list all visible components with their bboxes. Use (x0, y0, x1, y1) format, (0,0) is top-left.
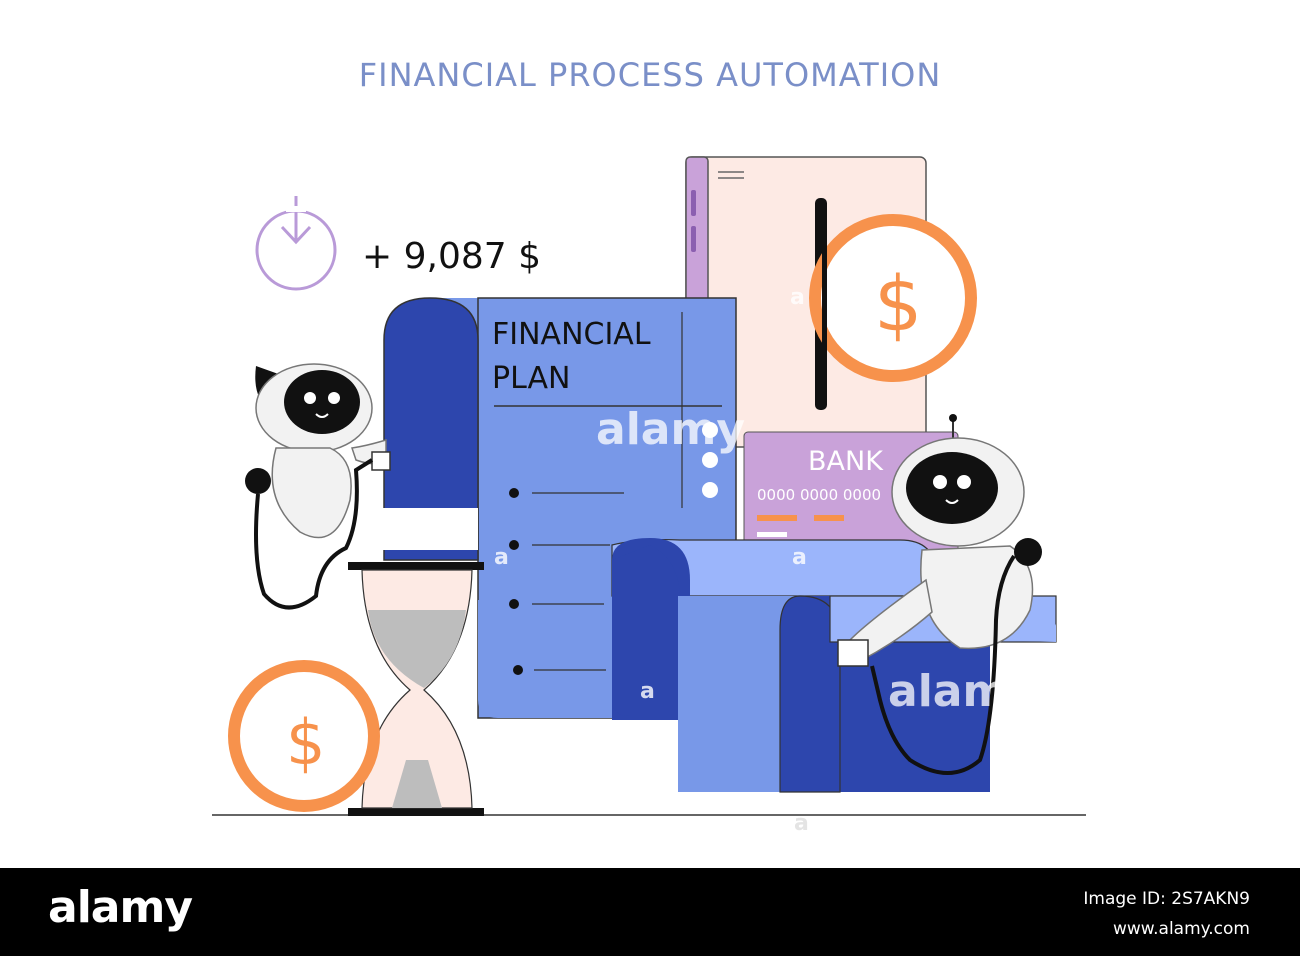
income-amount: + 9,087 $ (362, 236, 541, 277)
coin-symbol-large: $ (874, 259, 922, 348)
plan-dot (702, 422, 718, 438)
footer-bar: alamy Image ID: 2S7AKN9 www.alamy.com (0, 868, 1300, 956)
bank-card-number: 0000 0000 0000 (757, 486, 881, 504)
footer-image-id: Image ID: 2S7AKN9 (1083, 889, 1250, 909)
watermark-center: alamy (596, 404, 745, 455)
watermark-lower: alamy (888, 666, 1037, 717)
illustration-canvas: + 9,087 $ $ BANK 0000 0000 0000 (212, 156, 1086, 836)
watermark-mark: a (790, 285, 805, 310)
dollar-coin-small: $ (228, 660, 380, 812)
bank-card-label: BANK (808, 446, 884, 477)
dollar-coin-large: $ (809, 205, 977, 405)
plan-dot (702, 482, 718, 498)
hourglass (348, 562, 484, 816)
page-title: FINANCIAL PROCESS AUTOMATION (358, 56, 942, 94)
watermark-mark: a (794, 811, 809, 836)
robot-right (837, 414, 1042, 775)
footer-site-link[interactable]: www.alamy.com (1112, 919, 1250, 939)
plan-bullet (509, 599, 519, 609)
watermark-mark: a (640, 679, 655, 704)
footer-brand-logo: alamy (48, 882, 193, 933)
plan-heading-line2: PLAN (492, 361, 570, 396)
footer-meta: Image ID: 2S7AKN9 www.alamy.com (1083, 884, 1250, 944)
plan-bullet (509, 488, 519, 498)
coin-symbol-small: $ (286, 706, 325, 779)
plan-heading-line1: FINANCIAL (492, 317, 651, 352)
robot-left (245, 363, 391, 610)
plan-dot (702, 452, 718, 468)
watermark-mark: a (494, 545, 509, 570)
plan-bullet (513, 665, 523, 675)
download-circle-icon (255, 196, 337, 291)
plan-bullet (509, 540, 519, 550)
watermark-mark: a (346, 283, 361, 308)
watermark-mark: a (792, 545, 807, 570)
